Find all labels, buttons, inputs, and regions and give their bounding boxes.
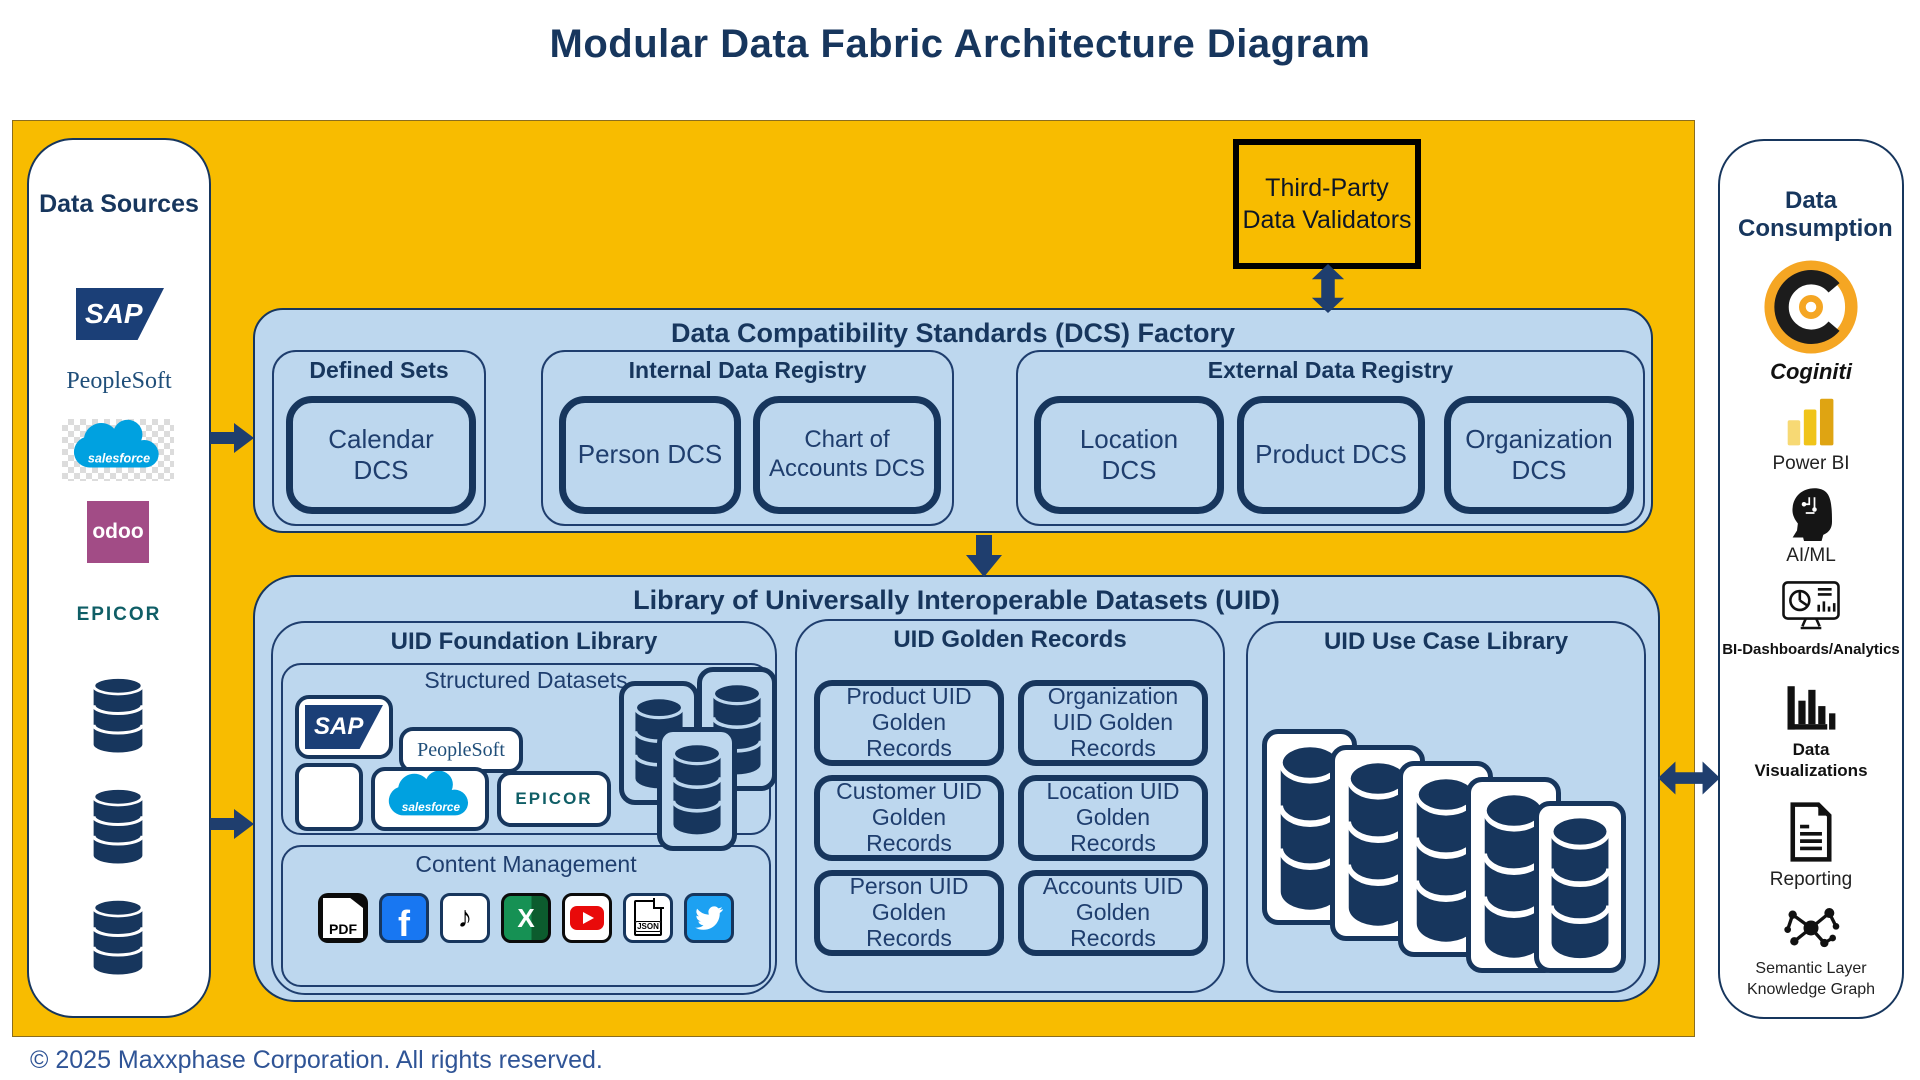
arrow-sources-to-dcs [209,423,255,453]
uid-library-box: Library of Universally Interoperable Dat… [253,575,1660,1002]
uid-use-case-library-group: UID Use Case Library [1246,621,1646,993]
ai-ml-icon [1720,485,1902,541]
uid-library-title: Library of Universally Interoperable Dat… [633,585,1280,615]
structured-datasets-box: Structured Datasets SAP PeopleSoft odoo … [281,663,777,851]
reporting-label: Reporting [1769,869,1853,890]
peoplesoft-logo: PeopleSoft [417,738,505,761]
bi-dashboards-icon [1720,579,1902,634]
music-note-icon: ♪ [440,893,490,943]
database-icon [88,787,148,865]
data-sources-title: Data Sources [39,190,199,218]
uid-golden-records-group: UID Golden Records Product UID Golden Re… [795,619,1225,993]
person-uid-golden-records-box: Person UID Golden Records [814,870,1004,956]
peoplesoft-logo: PeopleSoft [66,368,172,394]
arrow-validators-dcs-bidirectional [1310,264,1346,313]
uid-use-case-library-title: UID Use Case Library [1323,628,1569,655]
dcs-factory-title: Data Compatibility Standards (DCS) Facto… [670,318,1236,348]
database-icon [88,676,148,754]
knowledge-graph-label: Semantic Layer Knowledge Graph [1746,960,1876,998]
calendar-dcs-box: Calendar DCS [286,396,476,514]
youtube-icon [562,893,612,943]
data-visualizations-icon [1720,679,1902,735]
sap-logo-label: SAP [85,298,143,329]
json-file-icon: JSON [623,893,673,943]
database-tile [657,727,737,851]
content-management-title: Content Management [415,851,637,877]
person-dcs-box: Person DCS [559,396,741,514]
sap-logo: SAP [305,705,383,749]
location-uid-golden-records-box: Location UID Golden Records [1018,775,1208,861]
epicor-logo: EPICOR [76,604,162,625]
location-dcs-box: Location DCS [1034,396,1224,514]
odoo-logo-label: odoo [92,520,144,543]
data-visualizations-label: Data Visualizations [1754,740,1868,781]
customer-uid-golden-records-box: Customer UID Golden Records [814,775,1004,861]
database-icon [88,898,148,976]
arrow-uid-consumption-bidirectional [1658,761,1720,795]
third-party-validators-label: Third-Party Data Validators [1242,173,1412,235]
bi-dashboards-label: BI-Dashboards/Analytics [1722,641,1900,658]
uid-golden-records-title: UID Golden Records [893,626,1127,653]
internal-data-registry-group: Internal Data Registry Person DCS Chart … [541,350,954,526]
reporting-icon [1720,801,1902,863]
twitter-icon [684,893,734,943]
defined-sets-title: Defined Sets [309,357,449,383]
salesforce-logo: salesforce [62,419,174,481]
product-dcs-box: Product DCS [1237,396,1425,514]
database-tile [1534,801,1626,973]
pdf-icon: PDF [318,893,368,943]
odoo-logo-tile: odoo [295,763,363,831]
external-data-registry-group: External Data Registry Location DCS Prod… [1016,350,1645,526]
database-icon [668,737,726,841]
organization-uid-golden-records-box: Organization UID Golden Records [1018,680,1208,766]
salesforce-logo-label: salesforce [88,452,150,466]
arrow-sources-to-uid [209,809,255,839]
internal-data-registry-title: Internal Data Registry [628,357,867,383]
coginiti-label: Coginiti [1770,359,1852,384]
chart-of-accounts-dcs-box: Chart of Accounts DCS [753,396,941,514]
copyright-notice: © 2025 Maxxphase Corporation. All rights… [30,1046,603,1074]
data-sources-panel: Data Sources SAP PeopleSoft salesforce o… [27,138,211,1018]
svg-text:salesforce: salesforce [402,801,461,814]
arrow-dcs-to-uid [966,535,1002,577]
epicor-logo-tile: EPICOR [497,771,611,827]
powerbi-icon [1720,397,1902,449]
dcs-factory-box: Data Compatibility Standards (DCS) Facto… [253,308,1653,533]
data-consumption-panel: Data Consumption Coginiti Power BI [1718,139,1904,1019]
facebook-icon: f [379,893,429,943]
data-consumption-title: Data Consumption [1738,187,1893,242]
odoo-logo: odoo [87,501,149,563]
product-uid-golden-records-box: Product UID Golden Records [814,680,1004,766]
content-icons-row: PDF f ♪ X [283,893,769,943]
content-management-box: Content Management PDF f ♪ X [281,845,771,987]
accounts-uid-golden-records-box: Accounts UID Golden Records [1018,870,1208,956]
coginiti-logo [1720,259,1902,355]
defined-sets-group: Defined Sets Calendar DCS [272,350,486,526]
excel-icon: X [501,893,551,943]
knowledge-graph-icon [1720,901,1902,955]
sap-logo: SAP [76,288,164,340]
uid-foundation-library-group: UID Foundation Library Structured Datase… [271,621,777,995]
sap-logo-tile: SAP [295,695,393,759]
ai-ml-label: AI/ML [1786,545,1836,566]
uid-foundation-library-title: UID Foundation Library [390,628,658,655]
database-icon [1545,813,1615,961]
salesforce-logo-tile: salesforce [371,767,489,831]
structured-datasets-title: Structured Datasets [424,667,628,693]
third-party-validators-box: Third-Party Data Validators [1233,139,1421,269]
powerbi-label: Power BI [1772,453,1850,474]
external-data-registry-title: External Data Registry [1207,357,1454,383]
organization-dcs-box: Organization DCS [1444,396,1634,514]
page-title: Modular Data Fabric Architecture Diagram [549,22,1371,66]
